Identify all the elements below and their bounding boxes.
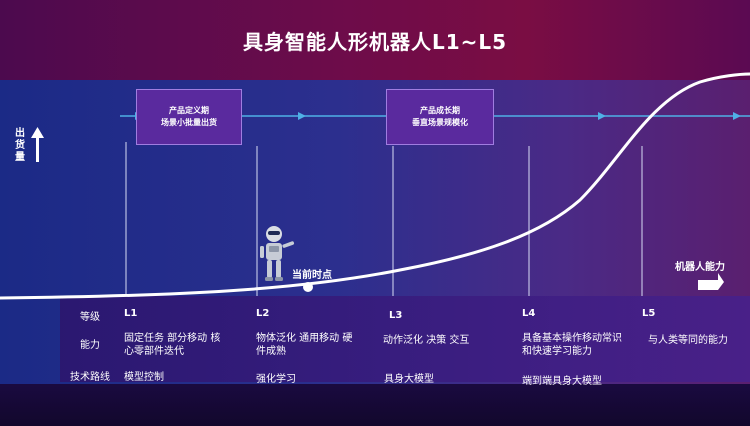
row-header-capability: 能力 xyxy=(80,340,100,351)
y-axis-label: 出货量 xyxy=(15,128,25,163)
current-point-label: 当前时点 xyxy=(292,270,332,281)
level-capability-l1: 固定任务 部分移动 核心零部件迭代 xyxy=(124,333,221,357)
timeline-arrowhead xyxy=(598,112,606,120)
level-label-l5: L5 xyxy=(642,308,656,319)
level-capability-l2: 物体泛化 通用移动 硬件成熟 xyxy=(256,333,353,357)
level-label-l2: L2 xyxy=(256,308,270,319)
phase-subtitle: 场景小批量出货 xyxy=(161,118,217,127)
levels-table-background xyxy=(60,296,750,382)
phase-title: 产品定义期 xyxy=(169,106,209,115)
level-tech-l2: 强化学习 xyxy=(256,374,296,385)
level-tech-l3: 具身大模型 xyxy=(384,374,434,385)
timeline-arrowhead xyxy=(298,112,306,120)
level-tech-l1: 模型控制 xyxy=(124,372,164,383)
y-axis-arrow-shaft xyxy=(36,136,39,162)
level-capability-l4: 具备基本操作移动常识和快速学习能力 xyxy=(522,333,622,357)
current-point-marker xyxy=(303,282,313,292)
x-axis-arrow-icon xyxy=(698,273,724,290)
bottom-band xyxy=(0,384,750,426)
level-tech-l4: 端到端具身大模型 xyxy=(522,376,602,387)
phase-box-definition: 产品定义期 场景小批量出货 xyxy=(136,89,242,145)
x-axis-label: 机器人能力 xyxy=(675,262,725,273)
phase-title: 产品成长期 xyxy=(420,106,460,115)
level-label-l1: L1 xyxy=(124,308,138,319)
title-banner xyxy=(0,0,750,80)
humanoid-robot-icon xyxy=(260,226,295,281)
row-header-level: 等级 xyxy=(80,312,100,323)
row-header-tech: 技术路线 xyxy=(70,372,110,383)
level-capability-l3: 动作泛化 决策 交互 xyxy=(383,335,470,346)
adoption-s-curve xyxy=(0,72,750,300)
y-axis-arrowhead xyxy=(31,127,44,138)
level-label-l4: L4 xyxy=(522,308,536,319)
phase-subtitle: 垂直场景规模化 xyxy=(412,118,468,127)
phase-box-growth: 产品成长期 垂直场景规模化 xyxy=(386,89,494,145)
timeline-arrowhead xyxy=(733,112,741,120)
level-label-l3: L3 xyxy=(389,310,403,321)
level-capability-l5: 与人类等同的能力 xyxy=(648,335,728,346)
slide-title: 具身智能人形机器人L1~L5 xyxy=(242,30,508,54)
